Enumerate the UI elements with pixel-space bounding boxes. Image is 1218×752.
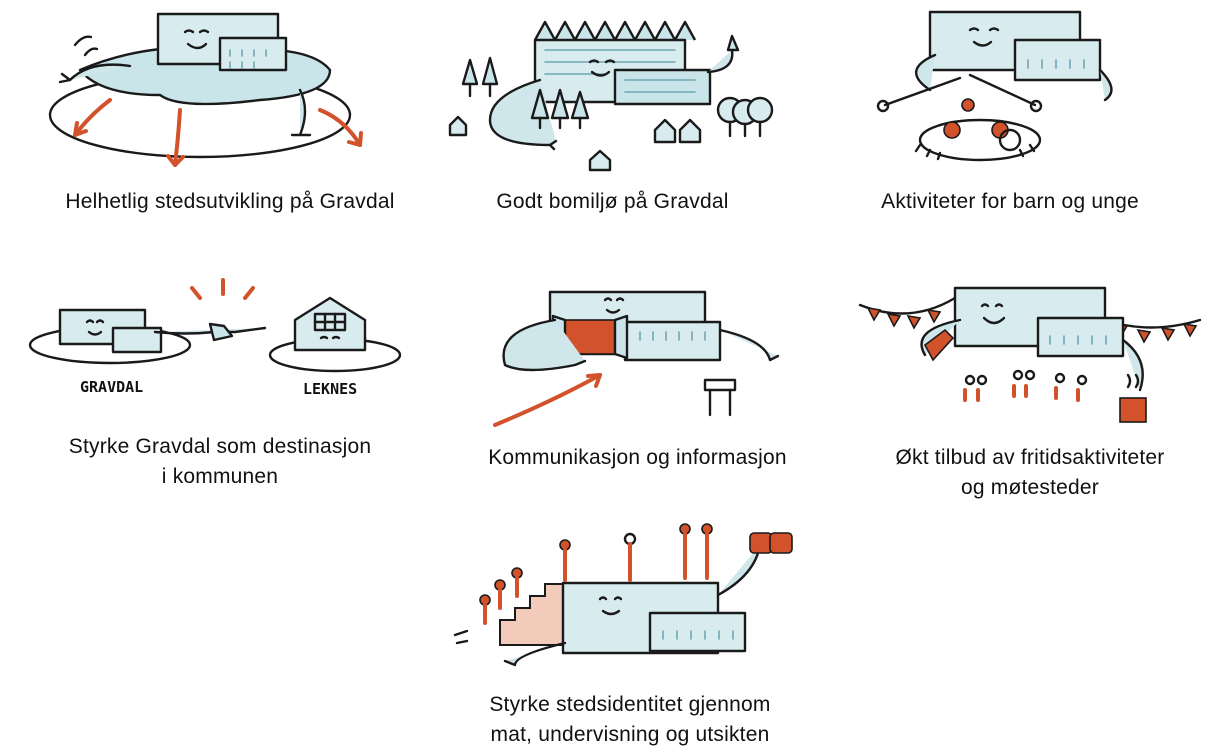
roof-icon	[533, 20, 697, 42]
face-icon	[968, 27, 1000, 47]
arrow-down	[173, 108, 182, 167]
panel-stedsutvikling: Helhetlig stedsutvikling på Gravdal	[30, 0, 430, 230]
arms	[502, 318, 780, 372]
caption-stedsidentitet: Styrke stedsidentitet gjennom mat, under…	[445, 690, 815, 750]
thumbs-up-icon	[706, 34, 740, 74]
face-icon	[183, 29, 210, 50]
caption-line: Styrke stedsidentitet gjennom	[489, 693, 771, 716]
panel-bomiljo: Godt bomiljø på Gravdal	[440, 0, 785, 230]
illustration-stedsutvikling	[48, 12, 363, 167]
child-figure	[961, 98, 975, 112]
building-wing	[1036, 316, 1125, 358]
caption-line: mat, undervisning og utsikten	[490, 723, 770, 746]
building-wing	[218, 36, 288, 72]
illustration-fritid	[858, 286, 1202, 423]
caption-fritid: Økt tilbud av fritidsaktiviteter og møte…	[850, 443, 1210, 503]
label-leknes: LEKNES	[303, 380, 358, 398]
right-arm	[290, 88, 312, 137]
building-wing	[1013, 38, 1102, 82]
panel-stedsidentitet: Styrke stedsidentitet gjennom mat, under…	[445, 515, 815, 752]
caption-line: i kommunen	[161, 465, 279, 488]
panel-fritid: Økt tilbud av fritidsaktiviteter og møte…	[850, 280, 1210, 510]
illustration-bomiljo	[448, 20, 774, 172]
arrow-in	[493, 373, 602, 427]
label-gravdal: GRAVDAL	[80, 378, 144, 396]
face-icon	[85, 319, 105, 336]
caption-line: Styrke Gravdal som destinasjon	[68, 435, 372, 458]
illustration-aktiviteter	[876, 10, 1113, 162]
ball-icon	[998, 128, 1022, 152]
gravdal-wing	[111, 326, 163, 354]
apartment-wing	[613, 68, 712, 106]
caption-line: Aktiviteter for barn og unge	[881, 190, 1139, 213]
binoculars-icon	[749, 532, 773, 554]
drink-icon	[923, 328, 955, 362]
caption-bomiljo: Godt bomiljø på Gravdal	[440, 187, 785, 217]
child-figure	[943, 121, 961, 139]
caption-line: og møtesteder	[961, 476, 1099, 499]
left-arm	[58, 63, 132, 84]
caption-destinasjon: Styrke Gravdal som destinasjon i kommune…	[25, 432, 415, 492]
house-icons	[448, 115, 702, 172]
illustration-destinasjon	[28, 278, 402, 373]
arrow-right	[318, 108, 362, 147]
skipping-rope	[883, 73, 1037, 107]
left-arm	[503, 641, 567, 667]
panel-destinasjon: GRAVDAL LEKNES Styrke Gravdal som destin…	[25, 278, 415, 500]
arms	[920, 318, 1144, 392]
caption-line: Økt tilbud av fritidsaktiviteter	[895, 446, 1165, 469]
caption-line: Kommunikasjon og informasjon	[488, 446, 787, 469]
face-icon	[598, 596, 623, 616]
signpost-icon	[703, 378, 737, 392]
caption-line: Godt bomiljø på Gravdal	[496, 190, 729, 213]
face-icon	[980, 303, 1006, 325]
leknes-building	[293, 296, 367, 352]
steam-lines	[1126, 373, 1140, 389]
face-icon	[603, 297, 625, 314]
people-icons	[964, 374, 976, 386]
caption-line: Helhetlig stedsutvikling på Gravdal	[65, 190, 395, 213]
face-icon	[588, 59, 616, 77]
panel-aktiviteter: Aktiviteter for barn og unge	[850, 0, 1170, 230]
arms	[915, 53, 1113, 102]
building-wing	[648, 611, 747, 653]
building-wing	[623, 320, 722, 362]
arrow-left	[73, 98, 112, 137]
caption-kommunikasjon: Kommunikasjon og informasjon	[465, 443, 810, 473]
handshake-icon	[208, 322, 234, 342]
motion-lines	[73, 35, 99, 57]
coffee-cup-icon	[1119, 397, 1147, 423]
caption-stedsutvikling: Helhetlig stedsutvikling på Gravdal	[30, 187, 430, 217]
spark-lines	[190, 278, 255, 300]
motion-lines	[453, 629, 469, 645]
illustration-kommunikasjon	[493, 290, 780, 427]
staircase	[499, 583, 566, 646]
illustration-stedsidentitet	[453, 523, 793, 667]
play-mat	[918, 118, 1042, 162]
caption-aktiviteter: Aktiviteter for barn og unge	[850, 187, 1170, 217]
panel-kommunikasjon: Kommunikasjon og informasjon	[465, 280, 810, 480]
